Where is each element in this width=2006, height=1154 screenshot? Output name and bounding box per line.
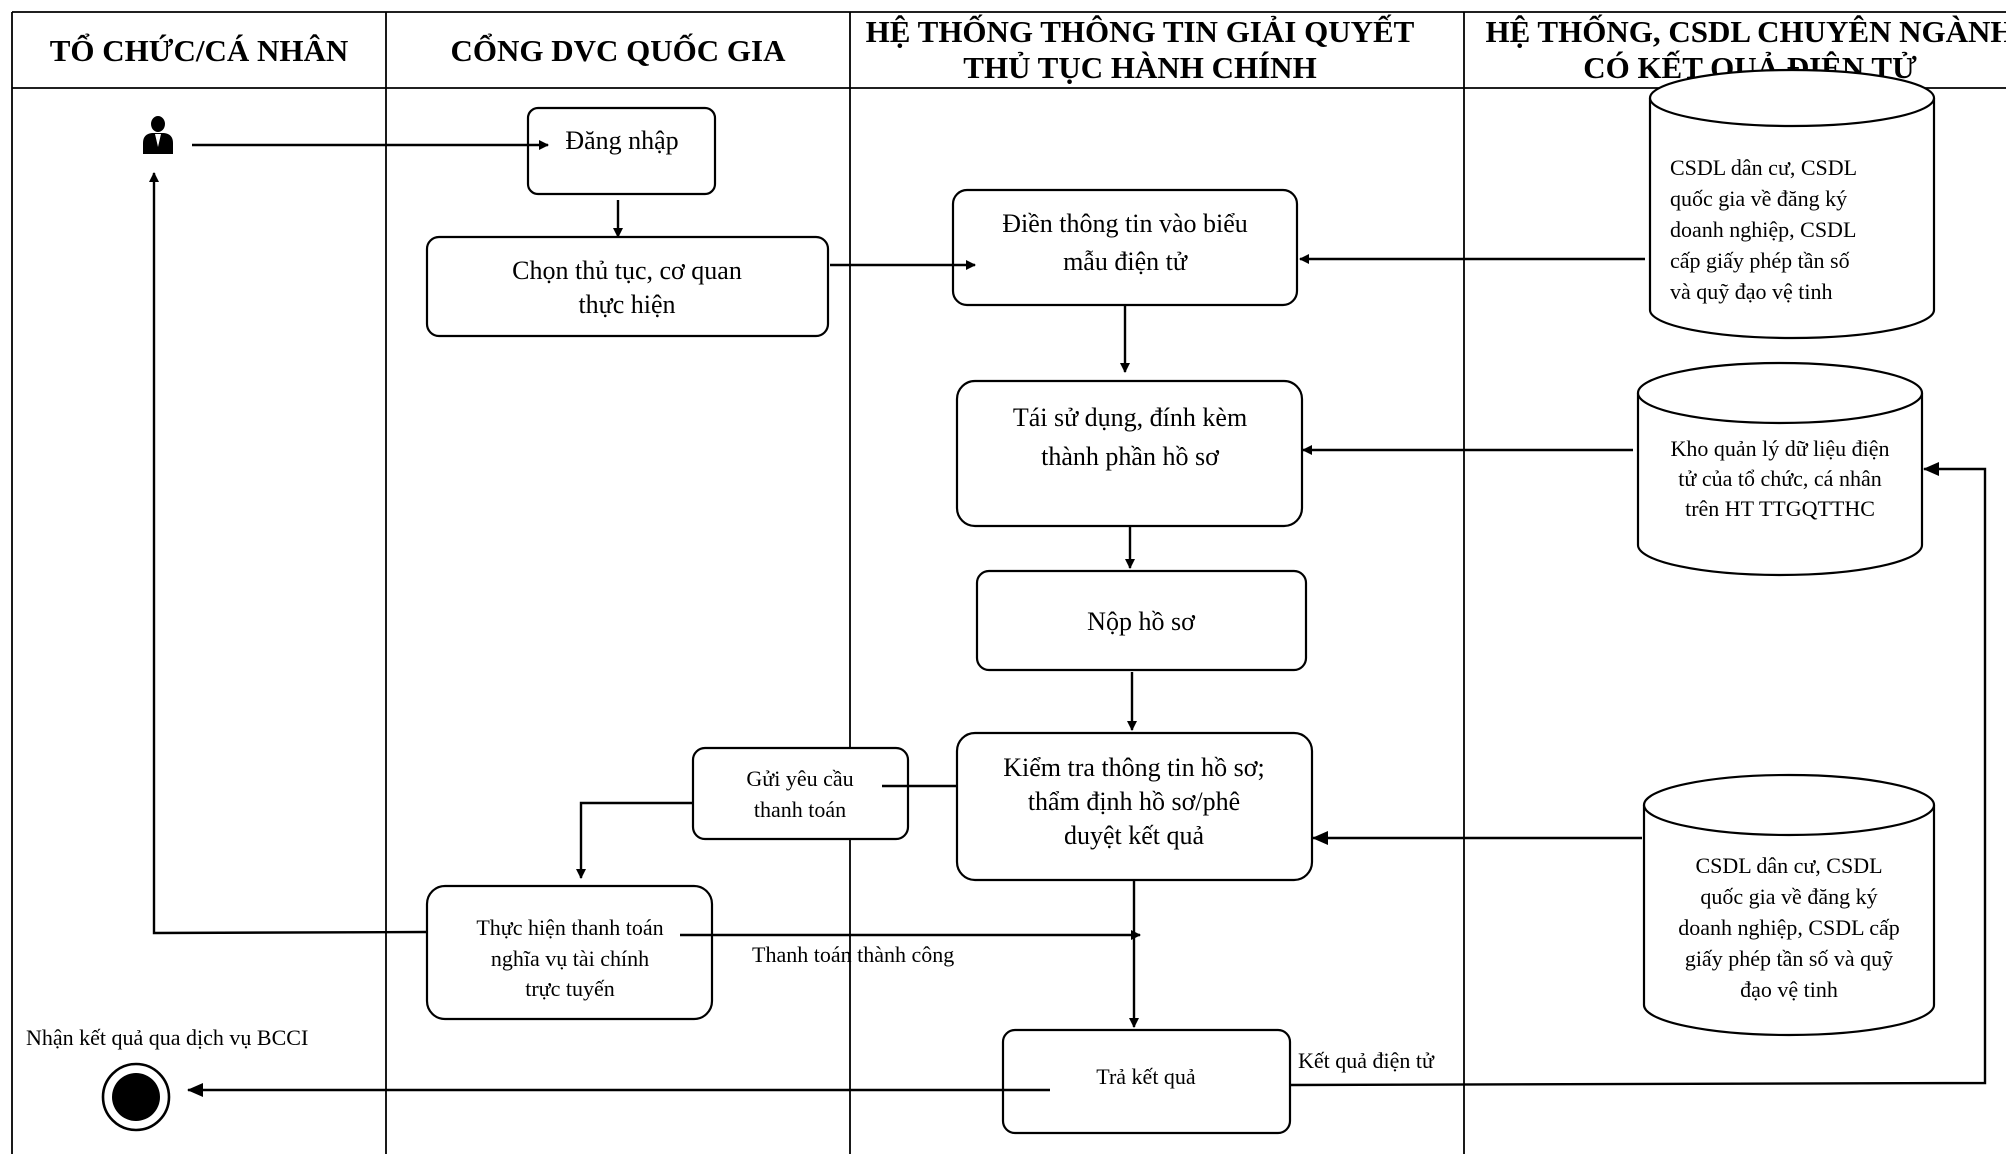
label-thanh-toan-thanh-cong: Thanh toán thành công xyxy=(752,942,954,967)
box-gui-yeu-cau xyxy=(691,746,910,841)
step-kiem-tra-line1: Kiểm tra thông tin hồ sơ; xyxy=(1003,753,1264,782)
step-dang-nhap: Đăng nhập xyxy=(565,126,678,155)
db-bottom-line1: CSDL dân cư, CSDL xyxy=(1695,853,1882,878)
step-thanh-toan-line2: nghĩa vụ tài chính xyxy=(491,946,649,971)
database-csdl-bottom xyxy=(1642,773,1936,1037)
step-dien-thong-tin-line1: Điền thông tin vào biểu xyxy=(1002,209,1248,238)
database-csdl-top xyxy=(1648,68,1936,340)
end-node-icon xyxy=(101,1062,171,1132)
step-gui-yeu-cau-line1: Gửi yêu cầu xyxy=(746,766,853,791)
box-chon-thu-tuc xyxy=(425,235,830,338)
step-tra-ket-qua: Trả kết quả xyxy=(1096,1064,1196,1089)
step-thanh-toan-line3: trực tuyến xyxy=(525,976,615,1001)
step-tai-su-dung-line1: Tái sử dụng, đính kèm xyxy=(1013,403,1247,432)
database-kho-du-lieu xyxy=(1636,361,1924,577)
label-nhan-ket-qua: Nhận kết quả qua dịch vụ BCCI xyxy=(26,1025,308,1050)
box-tra-ket-qua xyxy=(1001,1028,1292,1135)
label-ket-qua-dien-tu: Kết quả điện tử xyxy=(1298,1048,1435,1073)
step-dien-thong-tin-line2: mẫu điện tử xyxy=(1063,247,1188,276)
arrow-request-to-payment xyxy=(576,801,693,879)
step-chon-thu-tuc-line2: thực hiện xyxy=(578,290,675,319)
box-thuc-hien-thanh-toan xyxy=(425,884,714,1021)
db-top-line4: cấp giấy phép tần số xyxy=(1670,248,1850,273)
lane-header-csdl-line1: HỆ THỐNG, CSDL CHUYÊN NGÀNH xyxy=(1485,13,2006,49)
box-nop-ho-so xyxy=(975,569,1308,672)
db-top-line3: doanh nghiệp, CSDL xyxy=(1670,217,1856,242)
db-bottom-line5: đạo vệ tinh xyxy=(1740,977,1838,1002)
step-nop-ho-so: Nộp hồ sơ xyxy=(1087,607,1196,636)
db-bottom-line2: quốc gia về đăng ký xyxy=(1700,884,1877,909)
step-kiem-tra-line3: duyệt kết quả xyxy=(1064,821,1205,850)
step-gui-yeu-cau-line2: thanh toán xyxy=(754,797,846,822)
box-dang-nhap xyxy=(526,106,717,196)
db-top-line5: và quỹ đạo vệ tinh xyxy=(1670,279,1833,304)
db-kho-line1: Kho quản lý dữ liệu điện xyxy=(1670,436,1889,461)
db-bottom-line4: giấy phép tần số và quỹ xyxy=(1685,946,1893,971)
db-kho-line3: trên HT TTGQTTHC xyxy=(1685,496,1875,521)
lane-header-to-chuc: TỔ CHỨC/CÁ NHÂN xyxy=(50,32,349,68)
lane-header-tthc-line2: THỦ TỤC HÀNH CHÍNH xyxy=(963,50,1316,85)
arrow-result-to-kho xyxy=(1289,462,1987,1087)
arrow-payment-to-actor xyxy=(149,172,428,935)
db-top-line1: CSDL dân cư, CSDL xyxy=(1670,155,1857,180)
db-kho-line2: tử của tổ chức, cá nhân xyxy=(1678,466,1881,491)
step-kiem-tra-line2: thẩm định hồ sơ/phê xyxy=(1028,787,1240,816)
lane-header-cong-dvc: CỔNG DVC QUỐC GIA xyxy=(451,32,787,68)
lane-header-tthc-line1: HỆ THỐNG THÔNG TIN GIẢI QUYẾT xyxy=(866,13,1415,49)
user-icon xyxy=(143,116,173,154)
db-bottom-line3: doanh nghiệp, CSDL cấp xyxy=(1678,915,1900,940)
db-top-line2: quốc gia về đăng ký xyxy=(1670,186,1847,211)
step-thanh-toan-line1: Thực hiện thanh toán xyxy=(476,915,663,940)
step-tai-su-dung-line2: thành phần hồ sơ xyxy=(1041,442,1220,471)
step-chon-thu-tuc-line1: Chọn thủ tục, cơ quan xyxy=(512,256,742,285)
